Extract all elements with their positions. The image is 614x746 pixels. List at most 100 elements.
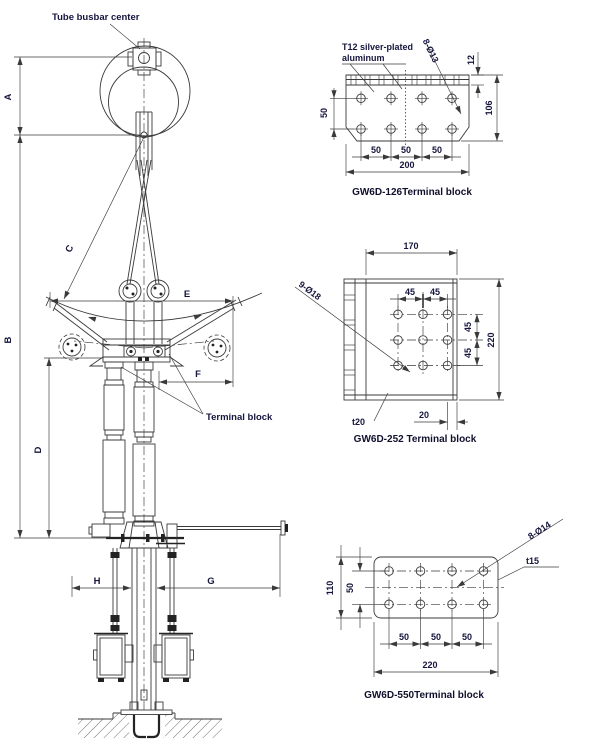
hole-callout-252-label: 9-Ø18 bbox=[297, 279, 323, 302]
busbar-note-leader bbox=[109, 23, 141, 50]
bolt-holes-550 bbox=[384, 566, 489, 610]
arm-end-view-right bbox=[203, 334, 231, 362]
terminal-block-550-view: 8-Ø14 t15 110 50 50 50 50 bbox=[325, 518, 564, 701]
support-column bbox=[131, 548, 157, 710]
dim-col3-126-label: 50 bbox=[432, 145, 442, 155]
dimension-d: D bbox=[33, 357, 103, 538]
rotating-base-platform bbox=[88, 521, 185, 549]
arm-open-left bbox=[45, 296, 110, 351]
dim-width-550-label: 220 bbox=[422, 660, 437, 670]
dim-c-label: C bbox=[63, 243, 76, 254]
arm-end-view-left bbox=[58, 333, 86, 361]
caption-252: GW6D-252 Terminal block bbox=[354, 434, 477, 445]
dim-height-252: 220 bbox=[459, 278, 504, 401]
insulator-left bbox=[102, 361, 126, 525]
dim-col2-252-label: 45 bbox=[430, 287, 440, 297]
dim-height-126-label: 106 bbox=[484, 100, 494, 115]
arm-phantom-right bbox=[143, 340, 215, 349]
bolt-holes-252 bbox=[393, 309, 453, 371]
hole-centerlines-550 bbox=[380, 563, 492, 612]
arm-open-right bbox=[164, 296, 243, 351]
dim-rows-252: 45 45 bbox=[455, 314, 483, 366]
dimension-h: H bbox=[71, 576, 131, 597]
busbar-note-label: Tube busbar center bbox=[52, 12, 140, 23]
dim-row1-252-label: 45 bbox=[463, 322, 473, 332]
dim-col1-126-label: 50 bbox=[371, 145, 381, 155]
material-note-line1: T12 silver-plated bbox=[342, 42, 413, 52]
plate-outline-252 bbox=[343, 278, 458, 401]
dimension-f: F bbox=[158, 369, 233, 390]
dim-row2-252-label: 45 bbox=[463, 348, 473, 358]
dim-edge-252: 20 bbox=[414, 402, 468, 430]
dim-edge-252-label: 20 bbox=[419, 410, 429, 420]
dim-g-label: G bbox=[207, 576, 214, 587]
dim-row-126: 50 bbox=[319, 88, 354, 140]
dimension-b: B bbox=[3, 135, 107, 539]
down-rod-right bbox=[167, 548, 177, 634]
dim-col1-252-label: 45 bbox=[405, 287, 415, 297]
dim-row-550-label: 50 bbox=[345, 583, 355, 593]
thickness-note-252: t20 bbox=[352, 392, 389, 427]
material-note-126: T12 silver-plated aluminum bbox=[342, 42, 413, 93]
dimension-e: E bbox=[49, 289, 234, 387]
dim-cols-126: 50 50 50 bbox=[352, 134, 461, 161]
caption-550: GW6D-550Terminal block bbox=[364, 690, 484, 701]
serrated-edge-252 bbox=[344, 294, 355, 391]
terminal-note-label: Terminal block bbox=[206, 412, 273, 423]
arm-phantom-left bbox=[73, 340, 145, 349]
contact-fingers bbox=[118, 279, 170, 344]
dim-f-label: F bbox=[195, 369, 201, 380]
dim-height-252-label: 220 bbox=[486, 332, 496, 347]
down-rod-left bbox=[110, 548, 120, 634]
terminal-block-callout: Terminal block bbox=[120, 353, 273, 423]
hole-callout-252: 9-Ø18 bbox=[294, 279, 412, 375]
dim-cols-252: 45 45 bbox=[390, 287, 456, 308]
hole-callout-550: 8-Ø14 bbox=[455, 518, 564, 590]
dim-height-126: 106 bbox=[461, 74, 503, 142]
dim-d-label: D bbox=[33, 446, 44, 453]
hole-callout-550-label: 8-Ø14 bbox=[526, 519, 552, 541]
hole-callout-126-label: 8-Ø13 bbox=[421, 37, 441, 64]
thickness-252-label: t20 bbox=[352, 417, 365, 427]
dim-col1-550-label: 50 bbox=[399, 632, 409, 642]
dim-cols-550: 50 50 50 bbox=[380, 610, 492, 649]
foundation bbox=[78, 701, 222, 739]
mechanism-box-right bbox=[153, 632, 194, 682]
terminal-block-126-view: T12 silver-plated aluminum 8-Ø13 12 106 … bbox=[319, 37, 503, 198]
thickness-550-label: t15 bbox=[526, 556, 539, 566]
dim-h-label: H bbox=[94, 576, 101, 587]
dim-height-550: 110 bbox=[325, 545, 372, 630]
dim-b-label: B bbox=[3, 336, 14, 343]
dim-col3-550-label: 50 bbox=[462, 632, 472, 642]
dim-e-label: E bbox=[184, 289, 190, 300]
terminal-block-252-view: 9-Ø18 170 45 45 45 45 220 bbox=[294, 241, 504, 445]
dim-top-252-label: 170 bbox=[403, 241, 418, 251]
dimension-g: G bbox=[157, 534, 281, 597]
dim-a-label: A bbox=[3, 93, 14, 100]
dim-height-550-label: 110 bbox=[325, 581, 335, 596]
insulator-right bbox=[132, 361, 156, 527]
material-note-line2: aluminum bbox=[342, 53, 385, 63]
jaw-blade-assembly bbox=[126, 111, 160, 285]
dim-top-252: 170 bbox=[365, 241, 458, 275]
dim-strip-126-label: 12 bbox=[466, 55, 476, 65]
mechanism-box-left bbox=[93, 632, 134, 682]
dimension-c: C bbox=[61, 136, 145, 301]
dim-width-126: 200 bbox=[345, 144, 470, 176]
hole-callout-126: 8-Ø13 bbox=[421, 37, 464, 116]
operating-rod-horizontal bbox=[177, 520, 288, 536]
dim-width-550: 220 bbox=[373, 622, 499, 677]
dim-row-550: 50 bbox=[345, 547, 384, 628]
dim-width-126-label: 200 bbox=[399, 160, 414, 170]
caption-126: GW6D-126Terminal block bbox=[352, 187, 472, 198]
dim-col2-550-label: 50 bbox=[431, 632, 441, 642]
dim-row-126-label: 50 bbox=[319, 108, 329, 118]
dimension-a: A bbox=[3, 56, 140, 136]
dim-col2-126-label: 50 bbox=[401, 145, 411, 155]
bolt-holes-126 bbox=[354, 91, 459, 136]
thickness-note-550: t15 bbox=[497, 556, 559, 581]
plate-outline-126 bbox=[345, 74, 470, 142]
tube-busbar-section bbox=[99, 41, 191, 138]
